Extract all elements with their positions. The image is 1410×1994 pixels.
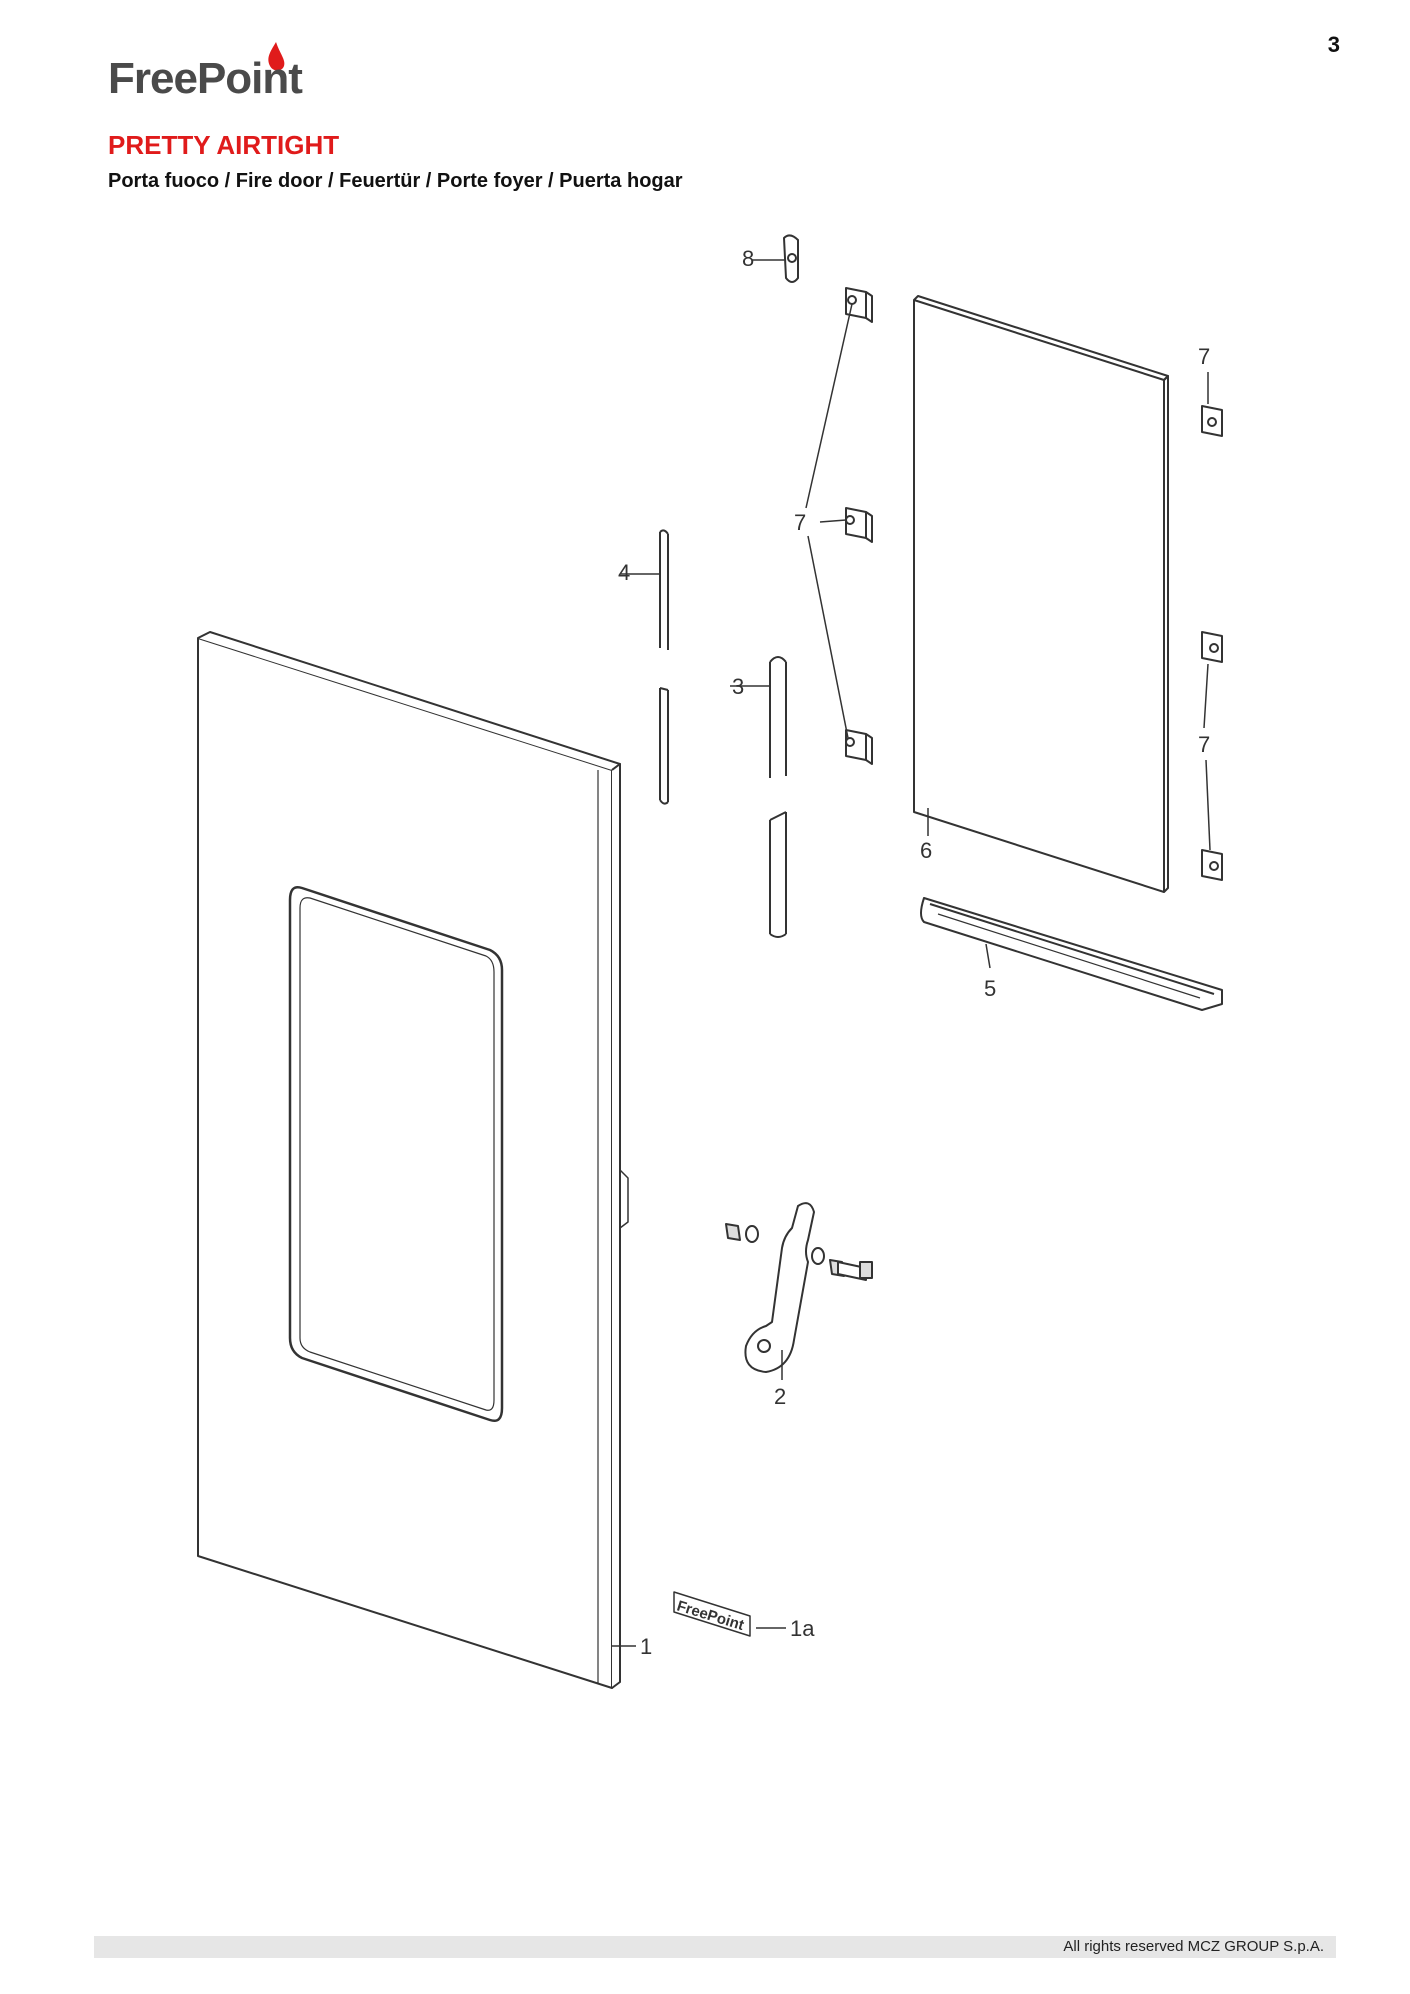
callout-7-top-right: 7 bbox=[1198, 344, 1210, 369]
part-3-rods bbox=[730, 656, 787, 938]
flame-icon bbox=[268, 42, 285, 71]
part-8-clip bbox=[752, 234, 799, 283]
logo-wordmark: FreePoint bbox=[108, 54, 303, 103]
callout-1: 1 bbox=[640, 1634, 652, 1659]
part-2-bracket bbox=[725, 1202, 873, 1380]
part-1a-badge: FreePoint bbox=[673, 1591, 786, 1637]
page-title: PRETTY AIRTIGHT bbox=[108, 130, 340, 160]
callout-7-bottom-right: 7 bbox=[1198, 732, 1210, 757]
part-1-door-panel bbox=[197, 631, 629, 1689]
callout-3: 3 bbox=[732, 674, 744, 699]
part-7-clips-right bbox=[1201, 372, 1223, 881]
part-6-glass bbox=[913, 295, 1169, 893]
callout-7-left: 7 bbox=[794, 510, 806, 535]
callout-1a: 1a bbox=[790, 1616, 815, 1641]
callout-4: 4 bbox=[618, 560, 630, 585]
page-subtitle: Porta fuoco / Fire door / Feuertür / Por… bbox=[108, 170, 683, 192]
callout-5: 5 bbox=[984, 976, 996, 1001]
callout-6: 6 bbox=[920, 838, 932, 863]
footer-copyright: All rights reserved MCZ GROUP S.p.A. bbox=[1063, 1938, 1324, 1955]
freepoint-logo: FreePoint bbox=[108, 36, 328, 106]
part-7-clips-left bbox=[805, 287, 873, 765]
footer-bar: All rights reserved MCZ GROUP S.p.A. bbox=[94, 1936, 1336, 1958]
callout-8: 8 bbox=[742, 246, 754, 271]
callout-2: 2 bbox=[774, 1384, 786, 1409]
part-4-rods bbox=[620, 529, 669, 805]
part-5-profile bbox=[920, 897, 1223, 1011]
page-number: 3 bbox=[1327, 32, 1340, 57]
